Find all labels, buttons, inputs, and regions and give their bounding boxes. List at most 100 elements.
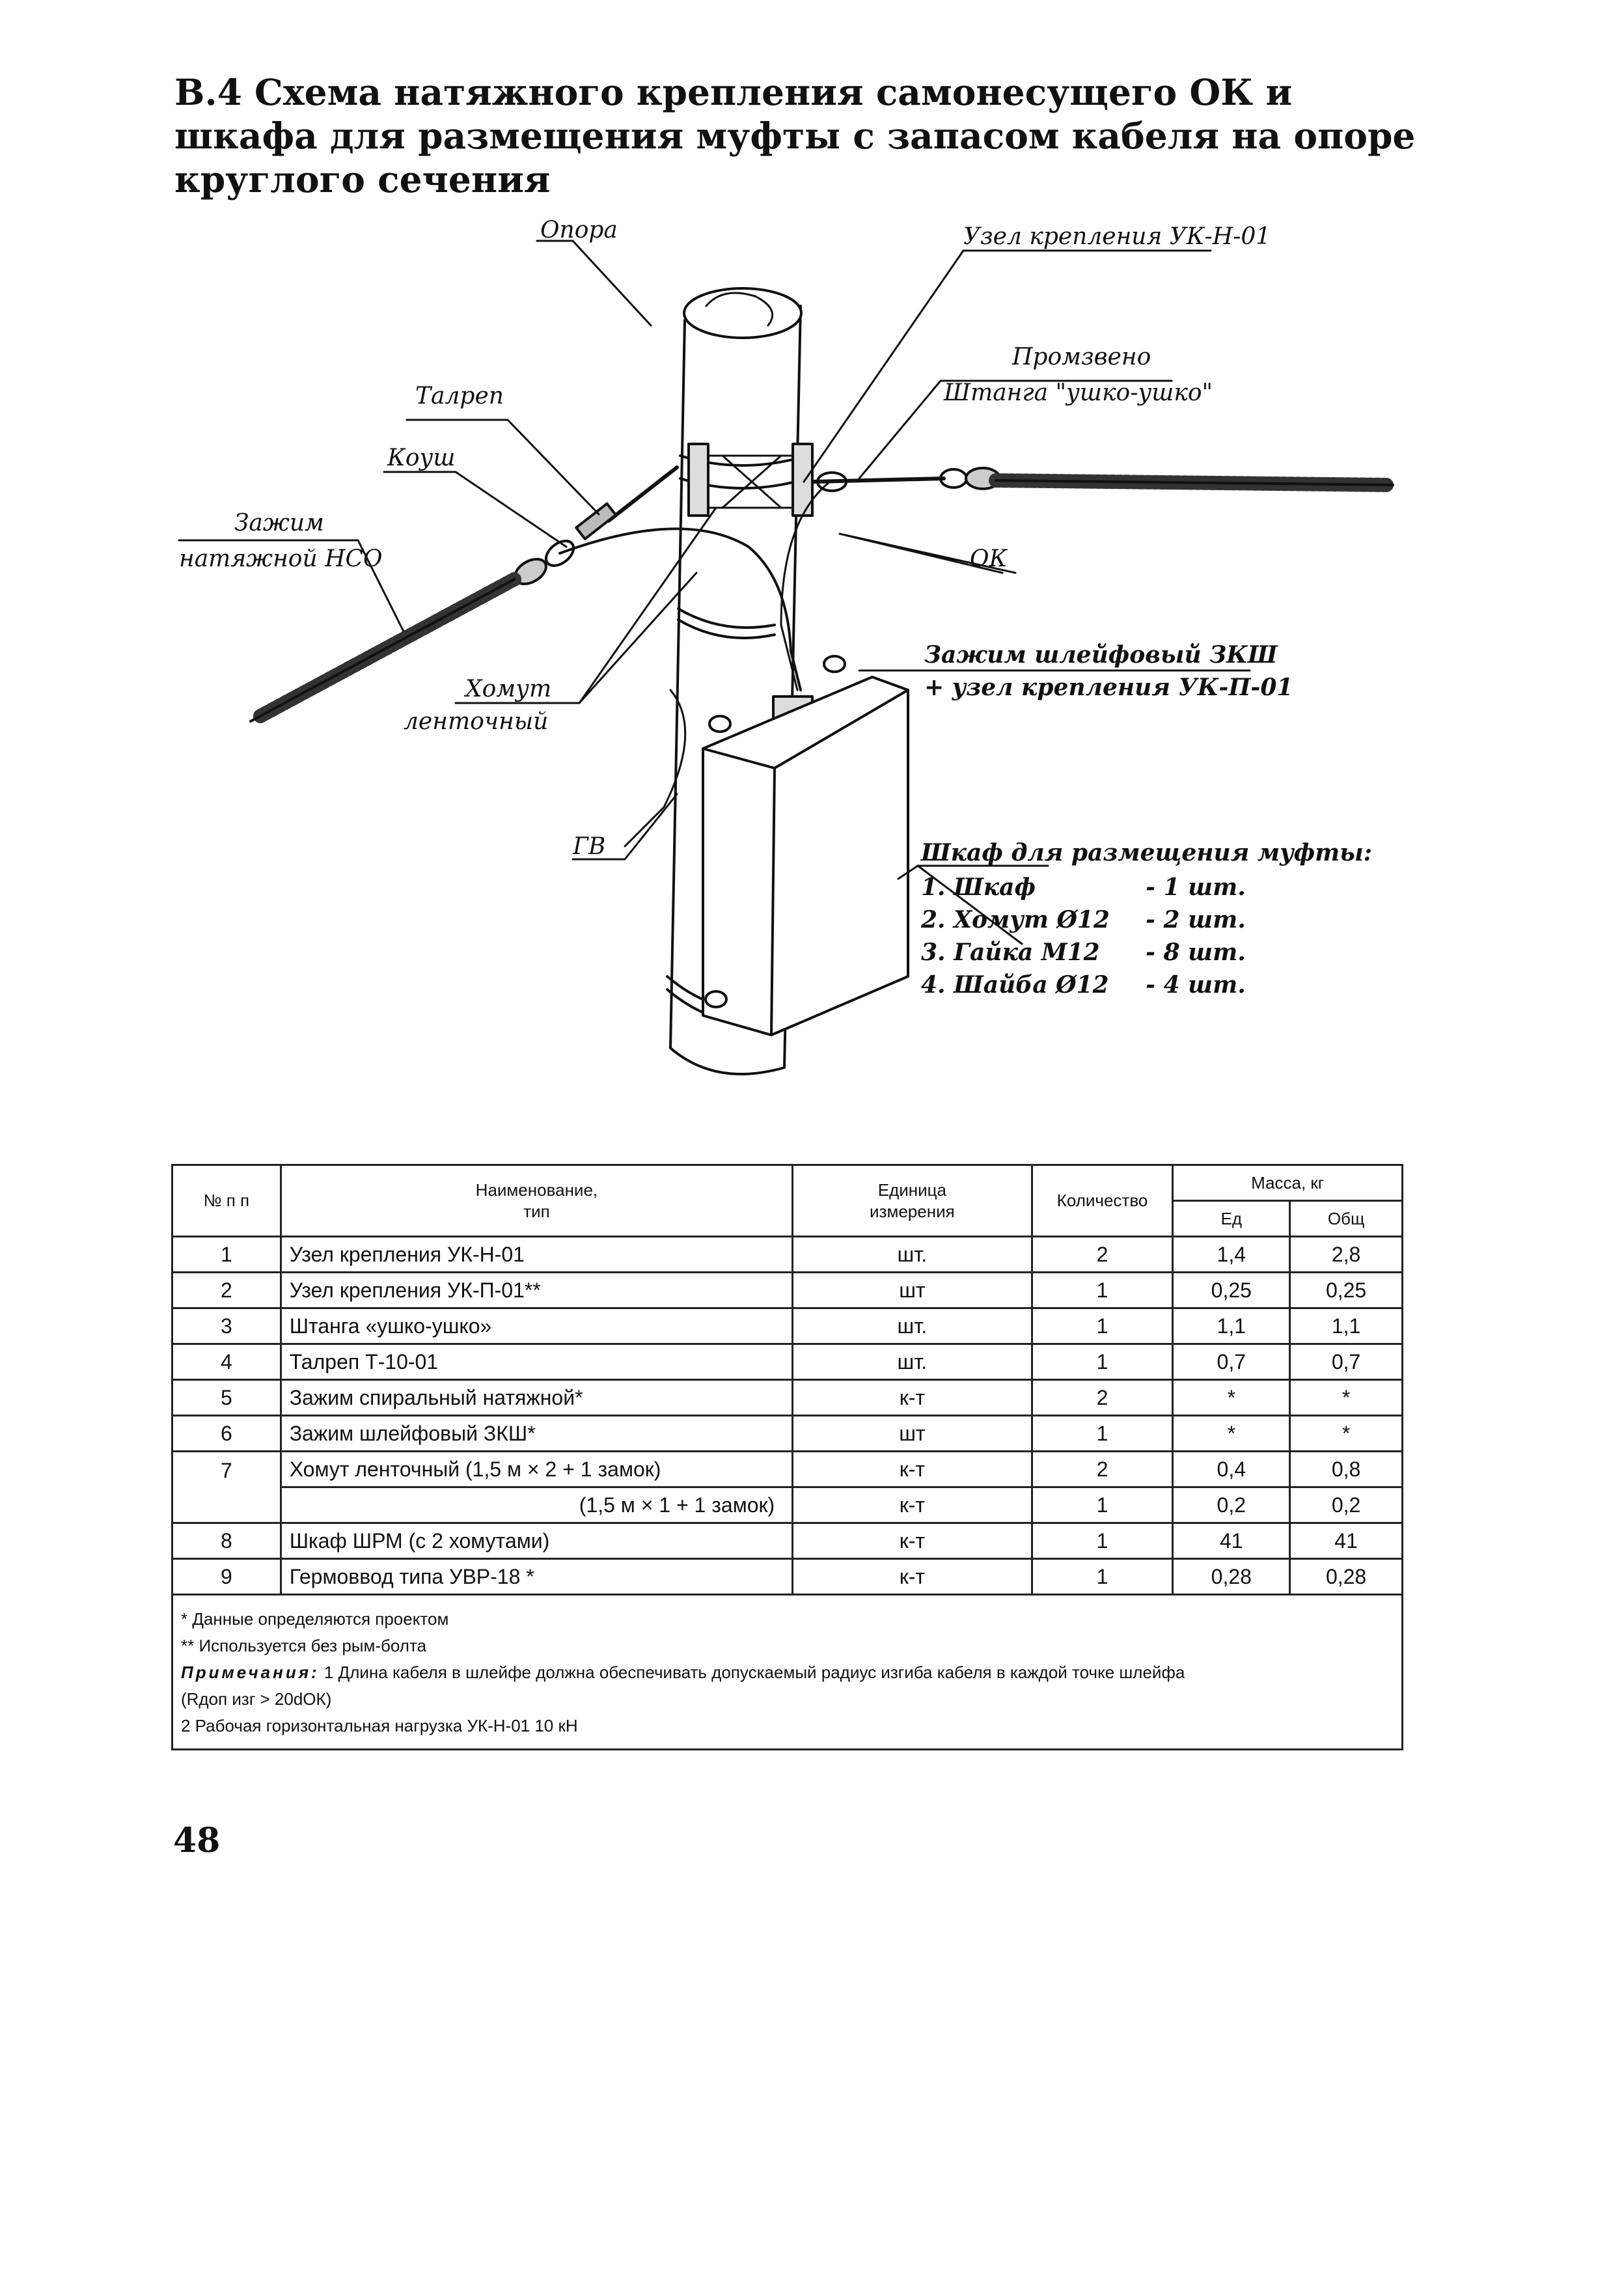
table-row: 8 Шкаф ШРМ (с 2 хомутами) к-т 1 41 41 [171, 1522, 1403, 1560]
label-zksh-1: Зажим шлейфовый ЗКШ [924, 641, 1278, 669]
cell-mass-unit: 1,4 [1172, 1236, 1291, 1273]
page-title: В.4 Схема натяжного крепления самонесуще… [174, 71, 1416, 200]
cell-mass-unit: 0,28 [1172, 1558, 1291, 1595]
table-row: (1,5 м × 1 + 1 замок) к-т 1 0,2 0,2 [172, 1486, 1403, 1524]
cell-mass-total: * [1289, 1379, 1403, 1416]
cell-name: Узел крепления УК-П-01** [279, 1271, 794, 1309]
cell-name: Зажим шлейфовый ЗКШ* [279, 1415, 794, 1452]
table-row: 4 Талреп Т-10-01 шт. 1 0,7 0,7 [171, 1343, 1403, 1381]
label-zazhim-1: Зажим [234, 510, 324, 536]
mounting-diagram: Опора Узел крепления УК-Н-01 Промзвено Ш… [178, 217, 1394, 1075]
cell-mass-total: 1,1 [1289, 1307, 1403, 1345]
label-ok: ОК [970, 546, 1008, 572]
table-row: 7 Хомут ленточный (1,5 м × 2 + 1 замок) … [171, 1450, 1403, 1524]
cell-mass-unit: 0,7 [1172, 1343, 1291, 1381]
cell-num: 2 [171, 1271, 282, 1309]
notes-label: Примечания: [181, 1663, 320, 1682]
cell-mass-unit: * [1172, 1379, 1291, 1416]
cell-qty: 2 [1030, 1379, 1174, 1416]
table-row: 1 Узел крепления УК-Н-01 шт. 2 1,4 2,8 [171, 1236, 1403, 1273]
cell-mass-total: * [1289, 1415, 1403, 1452]
cabinet-list-heading: Шкаф для размещения муфты: [920, 839, 1372, 866]
cell-name: Штанга «ушко-ушко» [279, 1307, 794, 1345]
cable-right [812, 477, 946, 484]
cell-mass-unit: 1,1 [1172, 1307, 1291, 1345]
cell-name: Узел крепления УК-Н-01 [279, 1236, 794, 1273]
label-zazhim-2: натяжной НСО [179, 546, 383, 572]
label-pole: Опора [540, 217, 618, 243]
table-row: 3 Штанга «ушко-ушко» шт. 1 1,1 1,1 [171, 1307, 1403, 1345]
cell-mass-unit: 0,4 [1172, 1450, 1291, 1488]
header-name: Наименование,тип [279, 1164, 794, 1237]
cell-mass-total: 41 [1289, 1522, 1403, 1560]
cell-unit: шт [791, 1415, 1033, 1452]
page-number: 48 [173, 1821, 221, 1860]
cell-mass-total: 0,2 [1289, 1486, 1403, 1524]
notes-cell: * Данные определяются проектом ** Исполь… [171, 1594, 1403, 1750]
cell-unit: шт. [791, 1343, 1033, 1381]
gv-cable [624, 689, 687, 848]
cell-num: 5 [171, 1379, 282, 1416]
cell-mass-total: 0,8 [1289, 1450, 1403, 1488]
cell-unit: к-т [791, 1558, 1033, 1595]
cell-unit: к-т [791, 1486, 1033, 1524]
cabinet-item-name: 1. Шкаф [921, 874, 1036, 901]
cell-mass-total: 0,25 [1289, 1271, 1403, 1309]
pole-shape [669, 305, 802, 1075]
cable-loop [558, 527, 802, 691]
note-p1: Примечания: 1 Длина кабеля в шлейфе долж… [181, 1663, 1185, 1682]
cell-unit: шт. [791, 1236, 1033, 1273]
cell-num: 7 [171, 1450, 282, 1524]
cabinet-item-name: 3. Гайка М12 [921, 939, 1100, 966]
cell-num: 4 [171, 1343, 282, 1381]
cell-name: Шкаф ШРМ (с 2 хомутами) [279, 1522, 794, 1560]
header-num: № п п [171, 1164, 282, 1237]
turnbuckle [607, 465, 679, 523]
note-2: ** Используется без рым-болта [181, 1636, 427, 1655]
header-mass-total: Общ [1289, 1200, 1403, 1237]
cell-num: 8 [171, 1522, 282, 1560]
label-khomut-1: Хомут [463, 676, 551, 702]
cell-qty: 1 [1030, 1522, 1174, 1560]
label-zksh-2: + узел крепления УК-П-01 [924, 674, 1293, 701]
cell-num: 3 [171, 1307, 282, 1345]
cell-mass-total: 0,28 [1289, 1558, 1403, 1595]
cell-qty: 1 [1030, 1415, 1174, 1452]
anchor-node-left [687, 443, 709, 517]
cell-num: 9 [171, 1558, 282, 1595]
cabinet [702, 676, 909, 1036]
table-row: 9 Гермоввод типа УВР-18 * к-т 1 0,28 0,2… [171, 1558, 1403, 1595]
table-row: 5 Зажим спиральный натяжной* к-т 2 * * [171, 1379, 1403, 1416]
cell-mass-unit: 0,2 [1172, 1486, 1291, 1524]
cell-name: (1,5 м × 1 + 1 замок) [279, 1487, 794, 1524]
cell-num: 1 [171, 1236, 282, 1273]
cell-mass-unit: 0,25 [1172, 1271, 1291, 1309]
cell-name: Гермоввод типа УВР-18 * [279, 1558, 794, 1595]
pole-top [683, 287, 803, 339]
cell-num: 6 [171, 1415, 282, 1452]
cell-name: Зажим спиральный натяжной* [279, 1379, 794, 1416]
cell-qty: 2 [1030, 1236, 1174, 1273]
cell-name: Талреп Т-10-01 [279, 1343, 794, 1381]
label-khomut-2: ленточный [404, 708, 548, 735]
cell-unit: к-т [791, 1379, 1033, 1416]
cabinet-item-qty: - 2 шт. [1146, 906, 1246, 933]
header-mass: Масса, кг [1172, 1164, 1403, 1202]
cell-qty: 2 [1030, 1450, 1174, 1488]
note-1: * Данные определяются проектом [181, 1609, 449, 1629]
label-gv: ГВ [572, 833, 605, 860]
cabinet-item-qty: - 4 шт. [1146, 971, 1246, 999]
cell-qty: 1 [1030, 1271, 1174, 1309]
table-row: 2 Узел крепления УК-П-01** шт 1 0,25 0,2… [171, 1271, 1403, 1309]
note-p1-formula: (Rдоп изг > 20dОК) [181, 1689, 332, 1709]
label-koush: Коуш [387, 445, 456, 471]
cell-mass-unit: * [1172, 1415, 1291, 1452]
cabinet-item-qty: - 1 шт. [1146, 874, 1246, 901]
label-pozveno: Промзвено [1012, 344, 1151, 370]
header-mass-unit: Ед [1172, 1200, 1291, 1237]
cabinet-item-name: 4. Шайба Ø12 [921, 971, 1109, 999]
cell-name: Хомут ленточный (1,5 м × 2 + 1 замок) [279, 1450, 794, 1488]
cell-mass-total: 2,8 [1289, 1236, 1403, 1273]
